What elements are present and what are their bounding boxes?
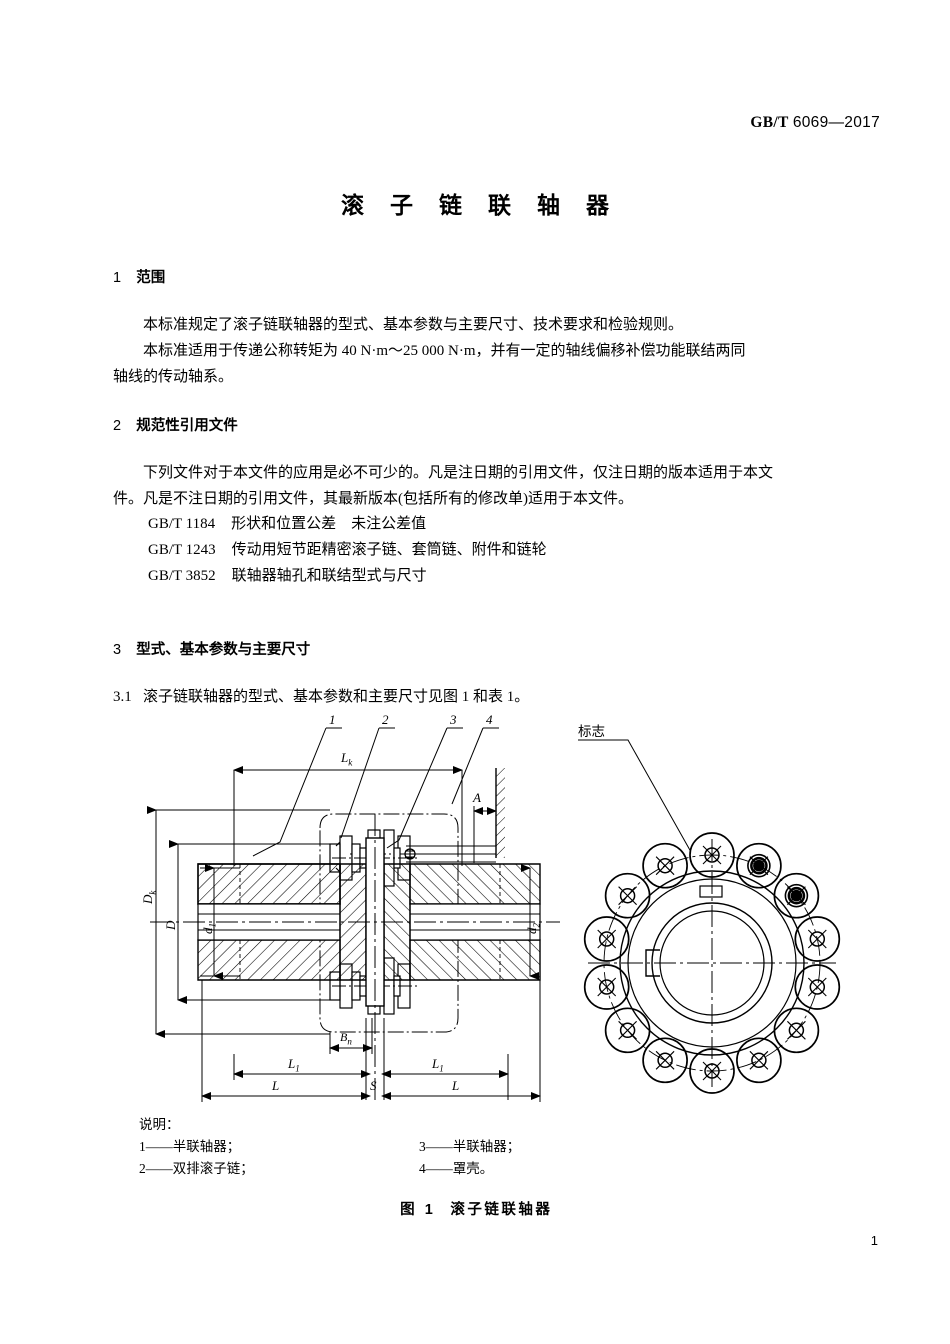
section-2-title: 规范性引用文件 <box>136 418 238 434</box>
legend-item-2: 2——双排滚子链； <box>139 1158 254 1180</box>
s1-p2-part-a: 本标准适用于传递公称转矩为 <box>143 343 342 359</box>
normative-reference-1: GB/T 1184 形状和位置公差 未注公差值 <box>148 512 426 533</box>
figure-caption: 图 1 滚子链联轴器 <box>0 1198 950 1219</box>
reference-1-code: GB/T 1184 <box>148 516 216 532</box>
dimension-Bn <box>329 1018 373 1054</box>
legend-column-right: 3——半联轴器； 4——罩壳。 <box>419 1136 520 1180</box>
clause-3-1-number: 3.1 <box>113 689 132 705</box>
reference-3-title: 联轴器轴孔和联结型式与尺寸 <box>231 568 427 584</box>
chain-pin-cross <box>597 929 617 949</box>
legend-column-left: 1——半联轴器； 2——双排滚子链； <box>139 1136 254 1180</box>
dimension-L-right <box>381 980 541 1102</box>
legend-item-3-dash: —— <box>425 1139 453 1154</box>
reference-2-title: 传动用短节距精密滚子链、套筒链、附件和链轮 <box>231 542 547 558</box>
standard-prefix: GB/T <box>750 114 789 131</box>
section-3-heading: 3 型式、基本参数与主要尺寸 <box>113 638 310 659</box>
legend-item-1: 1——半联轴器； <box>139 1136 254 1158</box>
standard-number: 6069—2017 <box>792 114 880 131</box>
legend-title: 说明： <box>139 1117 180 1132</box>
keyway <box>645 949 660 977</box>
legend-item-2-text: 双排滚子链； <box>172 1161 254 1176</box>
mark-rectangle <box>699 885 723 898</box>
reference-3-code: GB/T 3852 <box>148 568 216 584</box>
section-2-paragraph-line-2: 件。凡是不注日期的引用文件，其最新版本(包括所有的修改单)适用于本文件。 <box>113 491 633 507</box>
section-2-number: 2 <box>113 418 122 434</box>
section-1-paragraph-2-line-1: 本标准适用于传递公称转矩为 40 N·m～25 000 N·m，并有一定的轴线偏… <box>143 338 746 364</box>
figure-caption-text: 滚子链联轴器 <box>450 1202 553 1218</box>
end-view <box>578 739 841 1094</box>
legend-item-1-text: 半联轴器； <box>172 1139 241 1154</box>
clause-3-1: 3.1 滚子链联轴器的型式、基本参数和主要尺寸见图 1 和表 1。 <box>113 684 529 710</box>
dimension-L1-left <box>233 1054 371 1080</box>
support-wall <box>495 768 505 858</box>
legend-item-1-index: 1 <box>139 1139 146 1154</box>
reference-2-code: GB/T 1243 <box>148 542 216 558</box>
chain-roller-solid <box>787 886 806 905</box>
legend-item-3-index: 3 <box>419 1139 426 1154</box>
legend-item-2-dash: —— <box>145 1161 173 1176</box>
chain-roller-solid <box>750 856 768 875</box>
dimension-L1-right <box>381 1054 509 1100</box>
figure-caption-number: 1 <box>424 1202 436 1218</box>
legend-item-3-text: 半联轴器； <box>452 1139 521 1154</box>
legend-item-3: 3——半联轴器； <box>419 1136 520 1158</box>
page-title: 滚 子 链 联 轴 器 <box>340 193 619 219</box>
chain-roller-solid <box>747 853 771 878</box>
dimension-L-left <box>201 980 371 1102</box>
dimension-d1 <box>200 864 240 980</box>
legend-item-4-text: 罩壳。 <box>452 1161 494 1176</box>
normative-reference-2: GB/T 1243 传动用短节距精密滚子链、套筒链、附件和链轮 <box>148 538 547 559</box>
section-1-title: 范围 <box>136 270 166 286</box>
reference-1-title: 形状和位置公差 未注公差值 <box>231 516 427 532</box>
legend-item-1-dash: —— <box>145 1139 173 1154</box>
chain-roller-solid <box>753 859 765 872</box>
chain-roller-solid <box>784 883 809 908</box>
legend-item-2-index: 2 <box>139 1161 146 1176</box>
s1-p2-part-b: ，并有一定的轴线偏移补偿功能联结两同 <box>475 343 746 359</box>
dimension-Lk <box>233 766 463 866</box>
section-1-number: 1 <box>113 270 122 286</box>
guard-cover-outline <box>319 813 459 1033</box>
section-2-heading: 2 规范性引用文件 <box>113 414 238 435</box>
chain-pin-cross <box>749 1050 769 1070</box>
s1-p2-torque-range: 40 N·m～25 000 N·m <box>341 343 476 359</box>
section-2-paragraph-line-1: 下列文件对于本文件的应用是必不可少的。凡是注日期的引用文件，仅注日期的版本适用于… <box>143 465 774 481</box>
mark-leader-line <box>578 739 701 869</box>
dimension-D <box>169 840 330 1004</box>
section-3-title: 型式、基本参数与主要尺寸 <box>136 642 311 658</box>
section-1-paragraph-2-line-2: 轴线的传动轴系。 <box>113 369 234 385</box>
legend-item-4: 4——罩壳。 <box>419 1158 520 1180</box>
dimension-Dk <box>147 806 330 1038</box>
section-3-number: 3 <box>113 642 122 658</box>
normative-reference-3: GB/T 3852 联轴器轴孔和联结型式与尺寸 <box>148 564 427 585</box>
legend-item-4-index: 4 <box>419 1161 426 1176</box>
clause-3-1-text: 滚子链联轴器的型式、基本参数和主要尺寸见图 1 和表 1。 <box>143 689 530 705</box>
section-1-paragraph-1: 本标准规定了滚子链联轴器的型式、基本参数与主要尺寸、技术要求和检验规则。 <box>143 317 684 333</box>
figure-1-roller-chain-coupling <box>0 718 950 1148</box>
legend-item-4-dash: —— <box>425 1161 453 1176</box>
page-number: 1 <box>870 1233 878 1248</box>
dimension-S <box>365 1018 385 1100</box>
figure-caption-label: 图 <box>400 1202 418 1218</box>
running-head: GB/T 6069—2017 <box>750 114 880 132</box>
cross-section-view <box>147 727 560 1104</box>
section-1-heading: 1 范围 <box>113 266 165 287</box>
